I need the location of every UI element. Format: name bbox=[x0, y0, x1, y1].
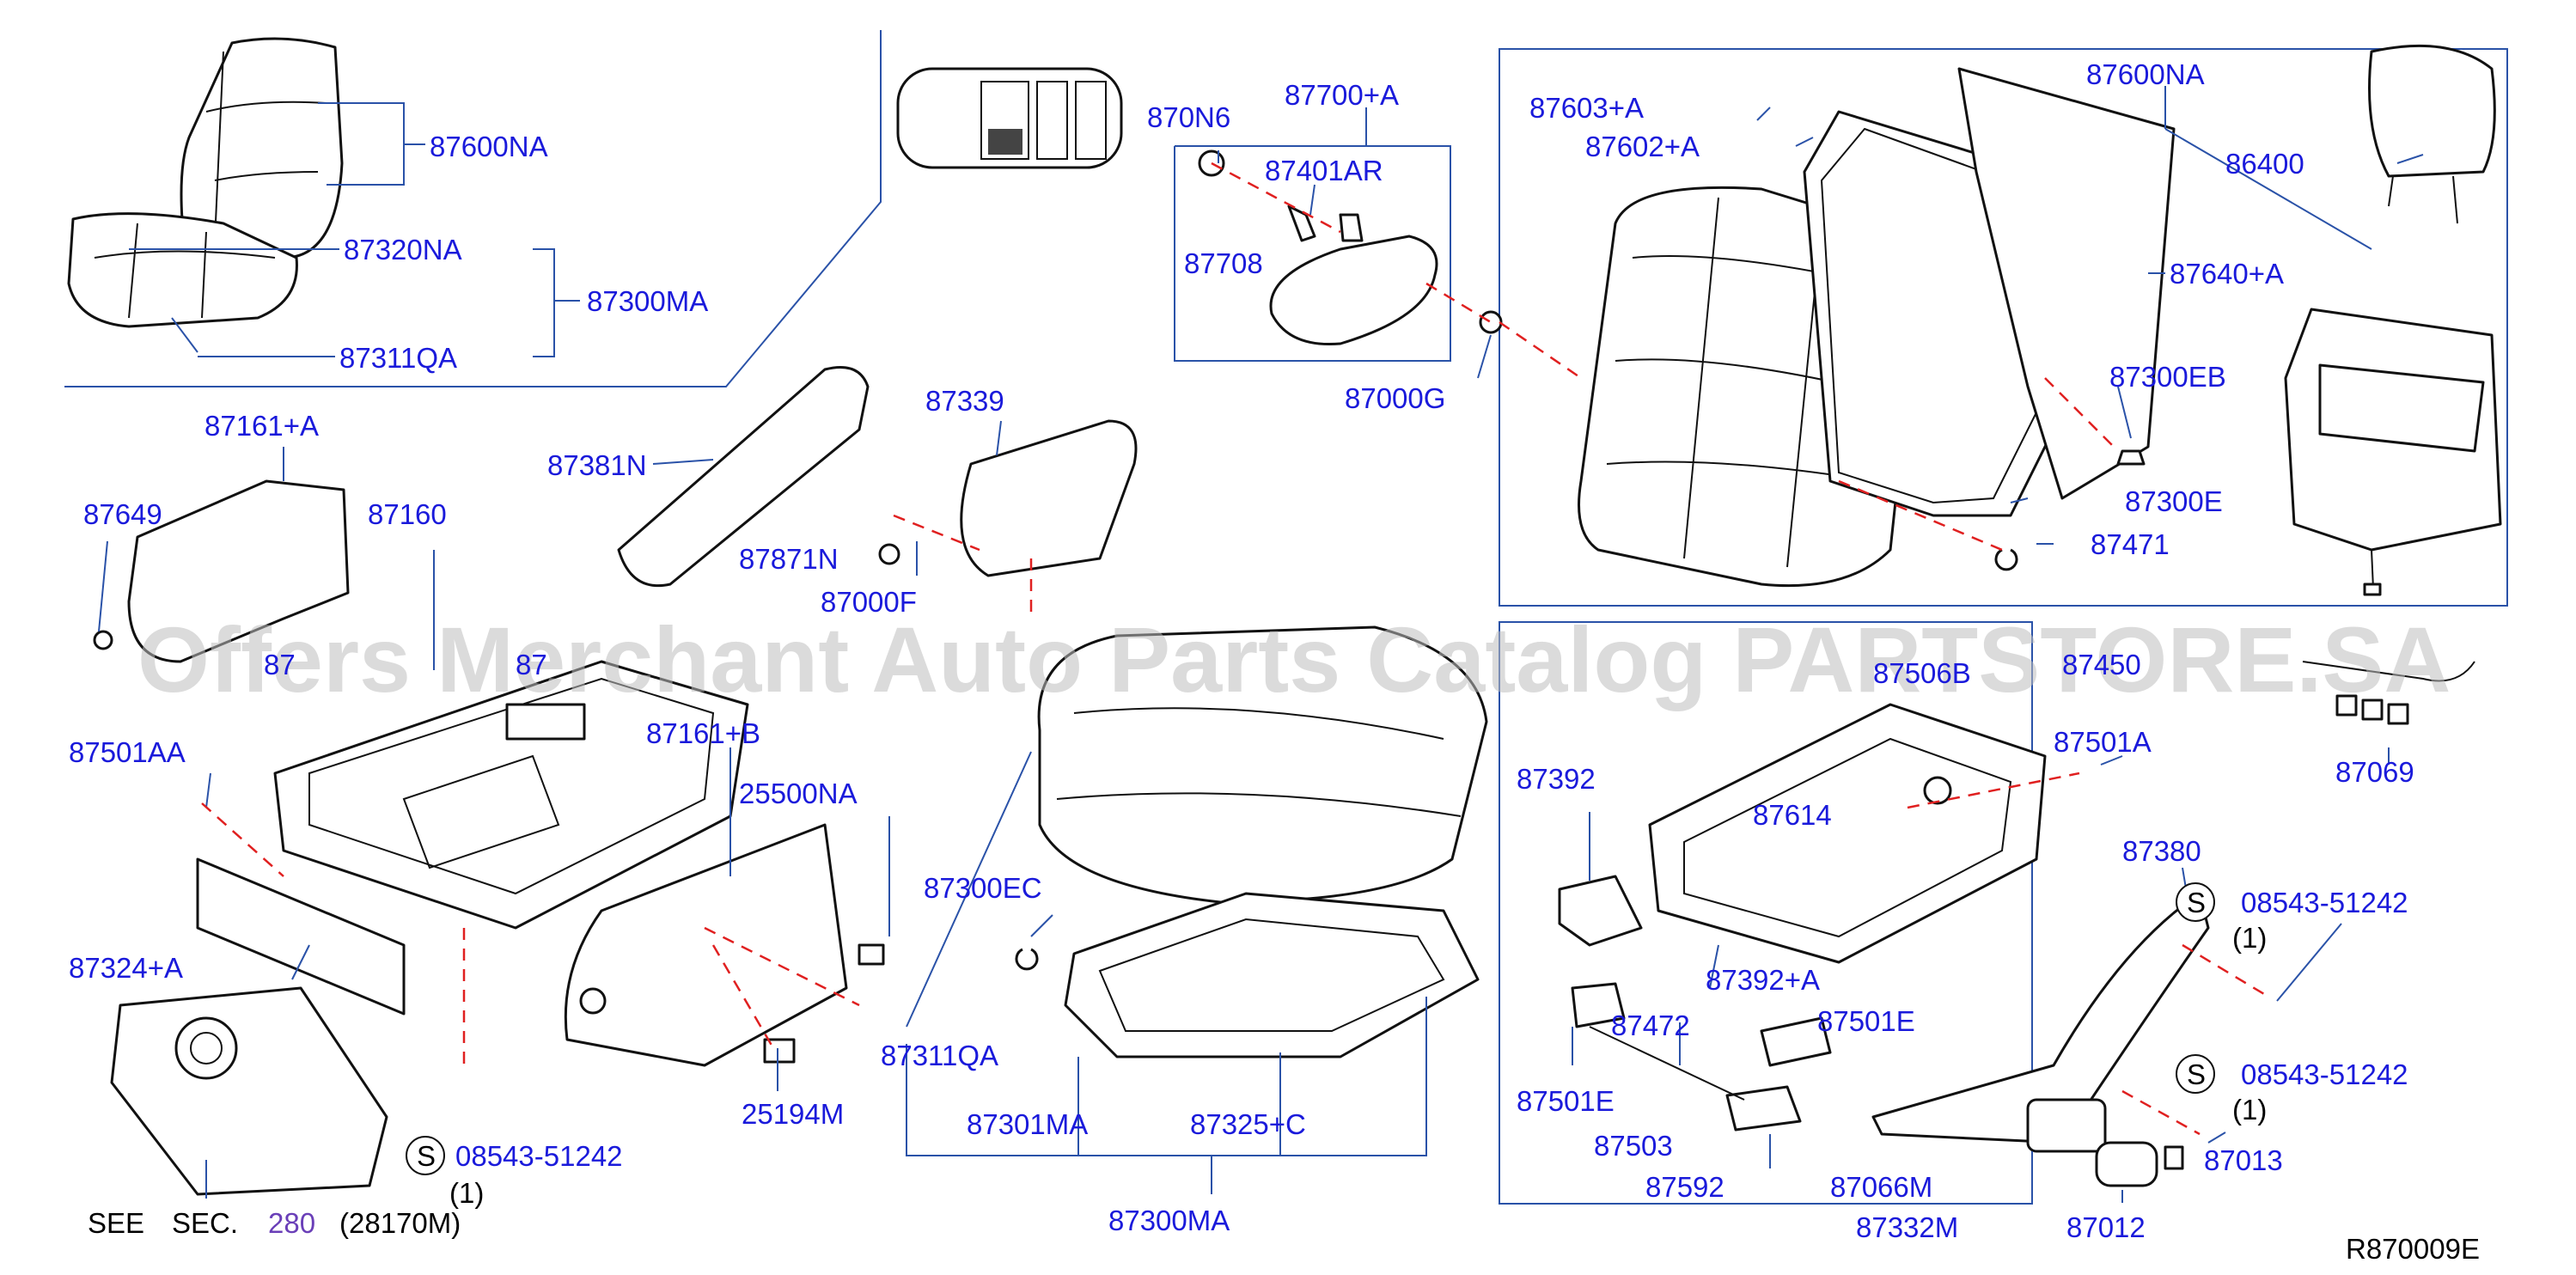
callout-87501A[interactable]: 87501A bbox=[2054, 726, 2152, 758]
callout-87450[interactable]: 87450 bbox=[2062, 649, 2141, 680]
callout-87339[interactable]: 87339 bbox=[925, 385, 1004, 417]
callout-87320NA[interactable]: 87320NA bbox=[344, 234, 462, 265]
section-ref: (28170M) bbox=[339, 1207, 461, 1239]
watermark-text: Offers Merchant Auto Parts Catalog PARTS… bbox=[137, 607, 2451, 711]
callout-87000F[interactable]: 87000F bbox=[821, 586, 917, 618]
callout-87600NA[interactable]: 87600NA bbox=[430, 131, 548, 162]
callout-87-partial-b[interactable]: 87 bbox=[516, 649, 547, 680]
wire-harness bbox=[2302, 661, 2475, 725]
see-label: SEE bbox=[88, 1207, 144, 1239]
leader-lines bbox=[98, 86, 2424, 1203]
seatback-trim-panel bbox=[1957, 67, 2176, 500]
callout-87392[interactable]: 87392 bbox=[1517, 763, 1596, 795]
side-trim-cover bbox=[564, 823, 848, 1067]
callout-08543-51242-a[interactable]: 08543-51242 bbox=[455, 1140, 623, 1172]
callout-87300EC[interactable]: 87300EC bbox=[924, 872, 1042, 904]
headrest bbox=[2368, 44, 2496, 224]
armrest-group-box bbox=[1174, 145, 1451, 362]
callout-87640A[interactable]: 87640+A bbox=[2170, 258, 2284, 290]
callout-87161B[interactable]: 87161+B bbox=[646, 717, 760, 749]
lumbar-pad bbox=[960, 419, 1138, 577]
callout-87700A[interactable]: 87700+A bbox=[1285, 79, 1399, 111]
callout-87161A[interactable]: 87161+A bbox=[204, 410, 319, 442]
callout-08543-51242-c[interactable]: 08543-51242 bbox=[2241, 1058, 2408, 1090]
callout-87012[interactable]: 87012 bbox=[2066, 1211, 2146, 1243]
callout-87501AA[interactable]: 87501AA bbox=[69, 736, 186, 768]
callout-87300MA[interactable]: 87300MA bbox=[587, 285, 708, 317]
warning-label-icon bbox=[896, 67, 1123, 169]
part-callouts: 87600NA 87320NA 87300MA 87311QA 870N6 87… bbox=[69, 58, 2480, 1265]
power-seat-adjuster bbox=[1648, 703, 2047, 964]
callout-86400[interactable]: 86400 bbox=[2225, 148, 2304, 180]
callout-87069[interactable]: 87069 bbox=[2335, 756, 2414, 788]
callout-87392A[interactable]: 87392+A bbox=[1706, 964, 1820, 996]
callout-87600NA-back[interactable]: 87600NA bbox=[2086, 58, 2205, 90]
side-cover-finisher bbox=[617, 366, 870, 588]
callout-87871N[interactable]: 87871N bbox=[739, 543, 839, 575]
callout-87324A[interactable]: 87324+A bbox=[69, 952, 183, 984]
callout-87300EB[interactable]: 87300EB bbox=[2109, 361, 2226, 393]
callout-87471[interactable]: 87471 bbox=[2091, 528, 2170, 560]
cushion-pan bbox=[1064, 892, 1480, 1058]
bracket-bar bbox=[196, 857, 406, 1016]
callout-87506B[interactable]: 87506B bbox=[1873, 657, 1971, 689]
callout-87301MA[interactable]: 87301MA bbox=[967, 1108, 1088, 1140]
callout-87300MA-cushion[interactable]: 87300MA bbox=[1108, 1205, 1230, 1236]
callout-87013[interactable]: 87013 bbox=[2204, 1144, 2283, 1176]
callout-25194M[interactable]: 25194M bbox=[742, 1098, 844, 1130]
seat-adjuster-base bbox=[110, 986, 388, 1196]
callout-87000G[interactable]: 87000G bbox=[1345, 382, 1445, 414]
callout-87501E-a[interactable]: 87501E bbox=[1517, 1085, 1615, 1117]
callout-87592[interactable]: 87592 bbox=[1645, 1171, 1724, 1203]
callout-87380[interactable]: 87380 bbox=[2122, 835, 2201, 867]
callout-87-partial-a[interactable]: 87 bbox=[264, 649, 296, 680]
seatback-rear-board bbox=[2284, 308, 2502, 596]
callout-87311QA[interactable]: 87311QA bbox=[339, 342, 457, 374]
callout-870N6[interactable]: 870N6 bbox=[1147, 101, 1230, 133]
motor-assembly bbox=[1558, 875, 1832, 1132]
circle-s-letter: S bbox=[417, 1140, 436, 1172]
callout-08543-51242-b[interactable]: 08543-51242 bbox=[2241, 887, 2408, 918]
circle-s-letter: S bbox=[2187, 1058, 2206, 1090]
adjuster-group-box bbox=[1499, 621, 2033, 1205]
callout-87332M[interactable]: 87332M bbox=[1856, 1211, 1958, 1243]
sec-label: SEC. bbox=[172, 1207, 238, 1239]
mounting-dash-lines bbox=[201, 162, 2269, 1136]
callout-87472[interactable]: 87472 bbox=[1611, 1010, 1690, 1041]
callout-87501E-b[interactable]: 87501E bbox=[1817, 1005, 1915, 1037]
cushion-frame bbox=[273, 660, 749, 930]
callout-25500NA[interactable]: 25500NA bbox=[739, 778, 858, 809]
callout-87603A[interactable]: 87603+A bbox=[1529, 92, 1644, 124]
seat-assembly-thumbnail bbox=[67, 37, 344, 328]
inner-shield-panel bbox=[93, 479, 350, 663]
callout-87614[interactable]: 87614 bbox=[1753, 799, 1832, 831]
qty-label-a: (1) bbox=[449, 1177, 484, 1209]
callout-87401AR[interactable]: 87401AR bbox=[1265, 155, 1383, 186]
callout-87300E[interactable]: 87300E bbox=[2125, 485, 2223, 517]
qty-label-b: (1) bbox=[2232, 922, 2267, 954]
seat-cushion bbox=[1037, 625, 1488, 904]
circle-s-letter: S bbox=[2187, 887, 2206, 918]
callout-87160[interactable]: 87160 bbox=[368, 498, 447, 530]
callout-87381N[interactable]: 87381N bbox=[547, 449, 647, 481]
circle-s-icon bbox=[2176, 882, 2215, 922]
callout-87708[interactable]: 87708 bbox=[1184, 247, 1263, 279]
callout-87649[interactable]: 87649 bbox=[83, 498, 162, 530]
section-link-280[interactable]: 280 bbox=[268, 1207, 315, 1239]
circle-s-icon bbox=[2176, 1054, 2215, 1094]
switch-knob bbox=[2026, 1098, 2158, 1187]
callout-87066M[interactable]: 87066M bbox=[1830, 1171, 1932, 1203]
circle-s-icon bbox=[406, 1136, 445, 1175]
qty-label-c: (1) bbox=[2232, 1094, 2267, 1126]
callout-87503[interactable]: 87503 bbox=[1594, 1130, 1673, 1162]
callout-87311QA-cushion[interactable]: 87311QA bbox=[881, 1040, 998, 1071]
callout-87602A[interactable]: 87602+A bbox=[1585, 131, 1700, 162]
callout-87325C[interactable]: 87325+C bbox=[1190, 1108, 1306, 1140]
diagram-code: R870009E bbox=[2346, 1233, 2480, 1265]
